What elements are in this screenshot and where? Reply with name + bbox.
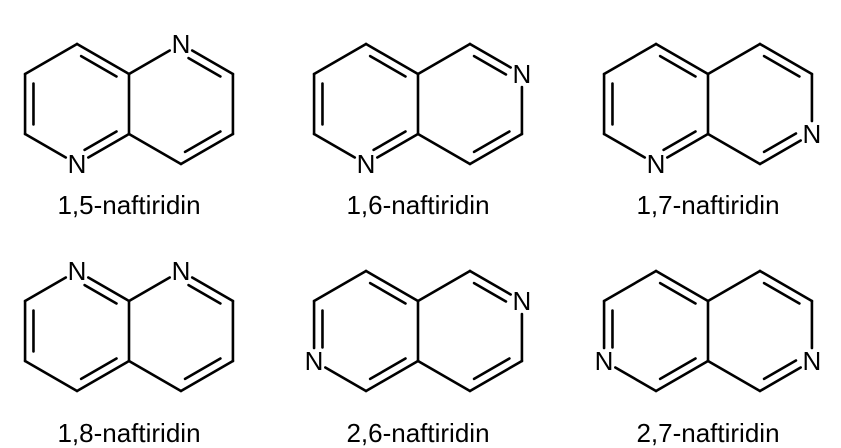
nitrogen-atom-label: N <box>803 346 822 376</box>
bond <box>364 42 420 76</box>
double-bond-inner-line <box>762 54 801 78</box>
nitrogen-atom-label: N <box>357 149 376 179</box>
double-bond-inner-line <box>658 281 697 305</box>
double-bond-inner-line <box>183 130 222 154</box>
double-bond-inner-line <box>83 130 118 152</box>
bond <box>86 276 131 303</box>
bond <box>127 49 172 76</box>
bond <box>190 276 235 303</box>
bond <box>416 359 472 393</box>
bond <box>86 132 131 159</box>
double-bond-inner-line <box>472 281 508 303</box>
bond <box>179 359 235 393</box>
nitrogen-atom-label: N <box>513 286 532 316</box>
bond <box>312 42 368 76</box>
double-bond-inner-line <box>472 54 508 76</box>
double-bond-inner-line <box>662 130 697 152</box>
molecule-name: 1,8-naftiridin <box>57 418 200 448</box>
nitrogen-atom-label: N <box>172 29 191 59</box>
molecule-name: 1,7-naftiridin <box>636 190 779 220</box>
bond <box>179 132 235 166</box>
nitrogen-atom-label: N <box>68 256 87 286</box>
bond <box>468 359 524 393</box>
bond <box>416 132 472 166</box>
double-bond-inner-line <box>79 357 118 381</box>
bond <box>654 359 710 393</box>
bond <box>23 132 68 159</box>
bond <box>127 132 183 166</box>
bond <box>706 42 762 76</box>
bond <box>23 276 68 303</box>
double-bond-inner-line <box>762 132 798 154</box>
bond <box>706 132 762 166</box>
double-bond-inner-line <box>187 283 222 305</box>
double-bond-inner-line <box>658 357 697 381</box>
bond <box>706 359 762 393</box>
bond <box>75 42 131 76</box>
molecule-name: 2,7-naftiridin <box>636 418 779 448</box>
bond <box>758 139 802 166</box>
nitrogen-atom-label: N <box>172 256 191 286</box>
bond <box>416 269 472 303</box>
bond <box>375 132 420 159</box>
double-bond-inner-line <box>368 281 407 305</box>
bond <box>312 269 368 303</box>
bond <box>468 42 512 69</box>
bond <box>665 132 710 159</box>
double-bond-inner-line <box>183 357 222 381</box>
molecule-name: 2,6-naftiridin <box>346 418 489 448</box>
bond <box>324 366 368 393</box>
double-bond-inner-line <box>368 54 407 78</box>
nitrogen-atom-label: N <box>803 119 822 149</box>
double-bond-inner-line <box>83 283 118 305</box>
bond <box>602 132 647 159</box>
bond <box>127 359 183 393</box>
nitrogen-atom-label: N <box>68 149 87 179</box>
bond <box>602 269 658 303</box>
molecule-2: N N 1,6-naftiridin <box>312 42 532 220</box>
bond <box>23 42 79 76</box>
molecule-5: N N 2,6-naftiridin <box>305 269 532 448</box>
bond <box>416 42 472 76</box>
bond <box>468 132 524 166</box>
bond <box>706 269 762 303</box>
bond <box>190 49 235 76</box>
bond <box>23 359 79 393</box>
double-bond-inner-line <box>472 357 511 381</box>
bond <box>654 42 710 76</box>
bond <box>654 269 710 303</box>
bond <box>75 359 131 393</box>
bond <box>127 276 172 303</box>
bond <box>758 269 814 303</box>
double-bond-inner-line <box>372 130 407 152</box>
bond <box>364 359 420 393</box>
double-bond-inner-line <box>187 56 222 78</box>
bond <box>312 132 357 159</box>
double-bond-inner-line <box>658 54 697 78</box>
bond <box>364 269 420 303</box>
bond <box>758 366 802 393</box>
molecule-name: 1,5-naftiridin <box>57 190 200 220</box>
molecule-1: N N 1,5-naftiridin <box>23 29 235 220</box>
molecule-3: N N 1,7-naftiridin <box>602 42 822 220</box>
molecule-name: 1,6-naftiridin <box>346 190 489 220</box>
bond <box>614 366 658 393</box>
molecule-4: N N 1,8-naftiridin <box>23 256 235 448</box>
bond <box>602 42 658 76</box>
nitrogen-atom-label: N <box>647 149 666 179</box>
double-bond-inner-line <box>762 281 801 305</box>
bond <box>468 269 512 296</box>
nitrogen-atom-label: N <box>513 59 532 89</box>
nitrogen-atom-label: N <box>305 346 324 376</box>
nitrogen-atom-label: N <box>595 346 614 376</box>
double-bond-inner-line <box>472 130 511 154</box>
molecule-6: N N 2,7-naftiridin <box>595 269 822 448</box>
double-bond-inner-line <box>368 357 407 381</box>
double-bond-inner-line <box>762 359 798 381</box>
bond <box>758 42 814 76</box>
double-bond-inner-line <box>79 54 118 78</box>
